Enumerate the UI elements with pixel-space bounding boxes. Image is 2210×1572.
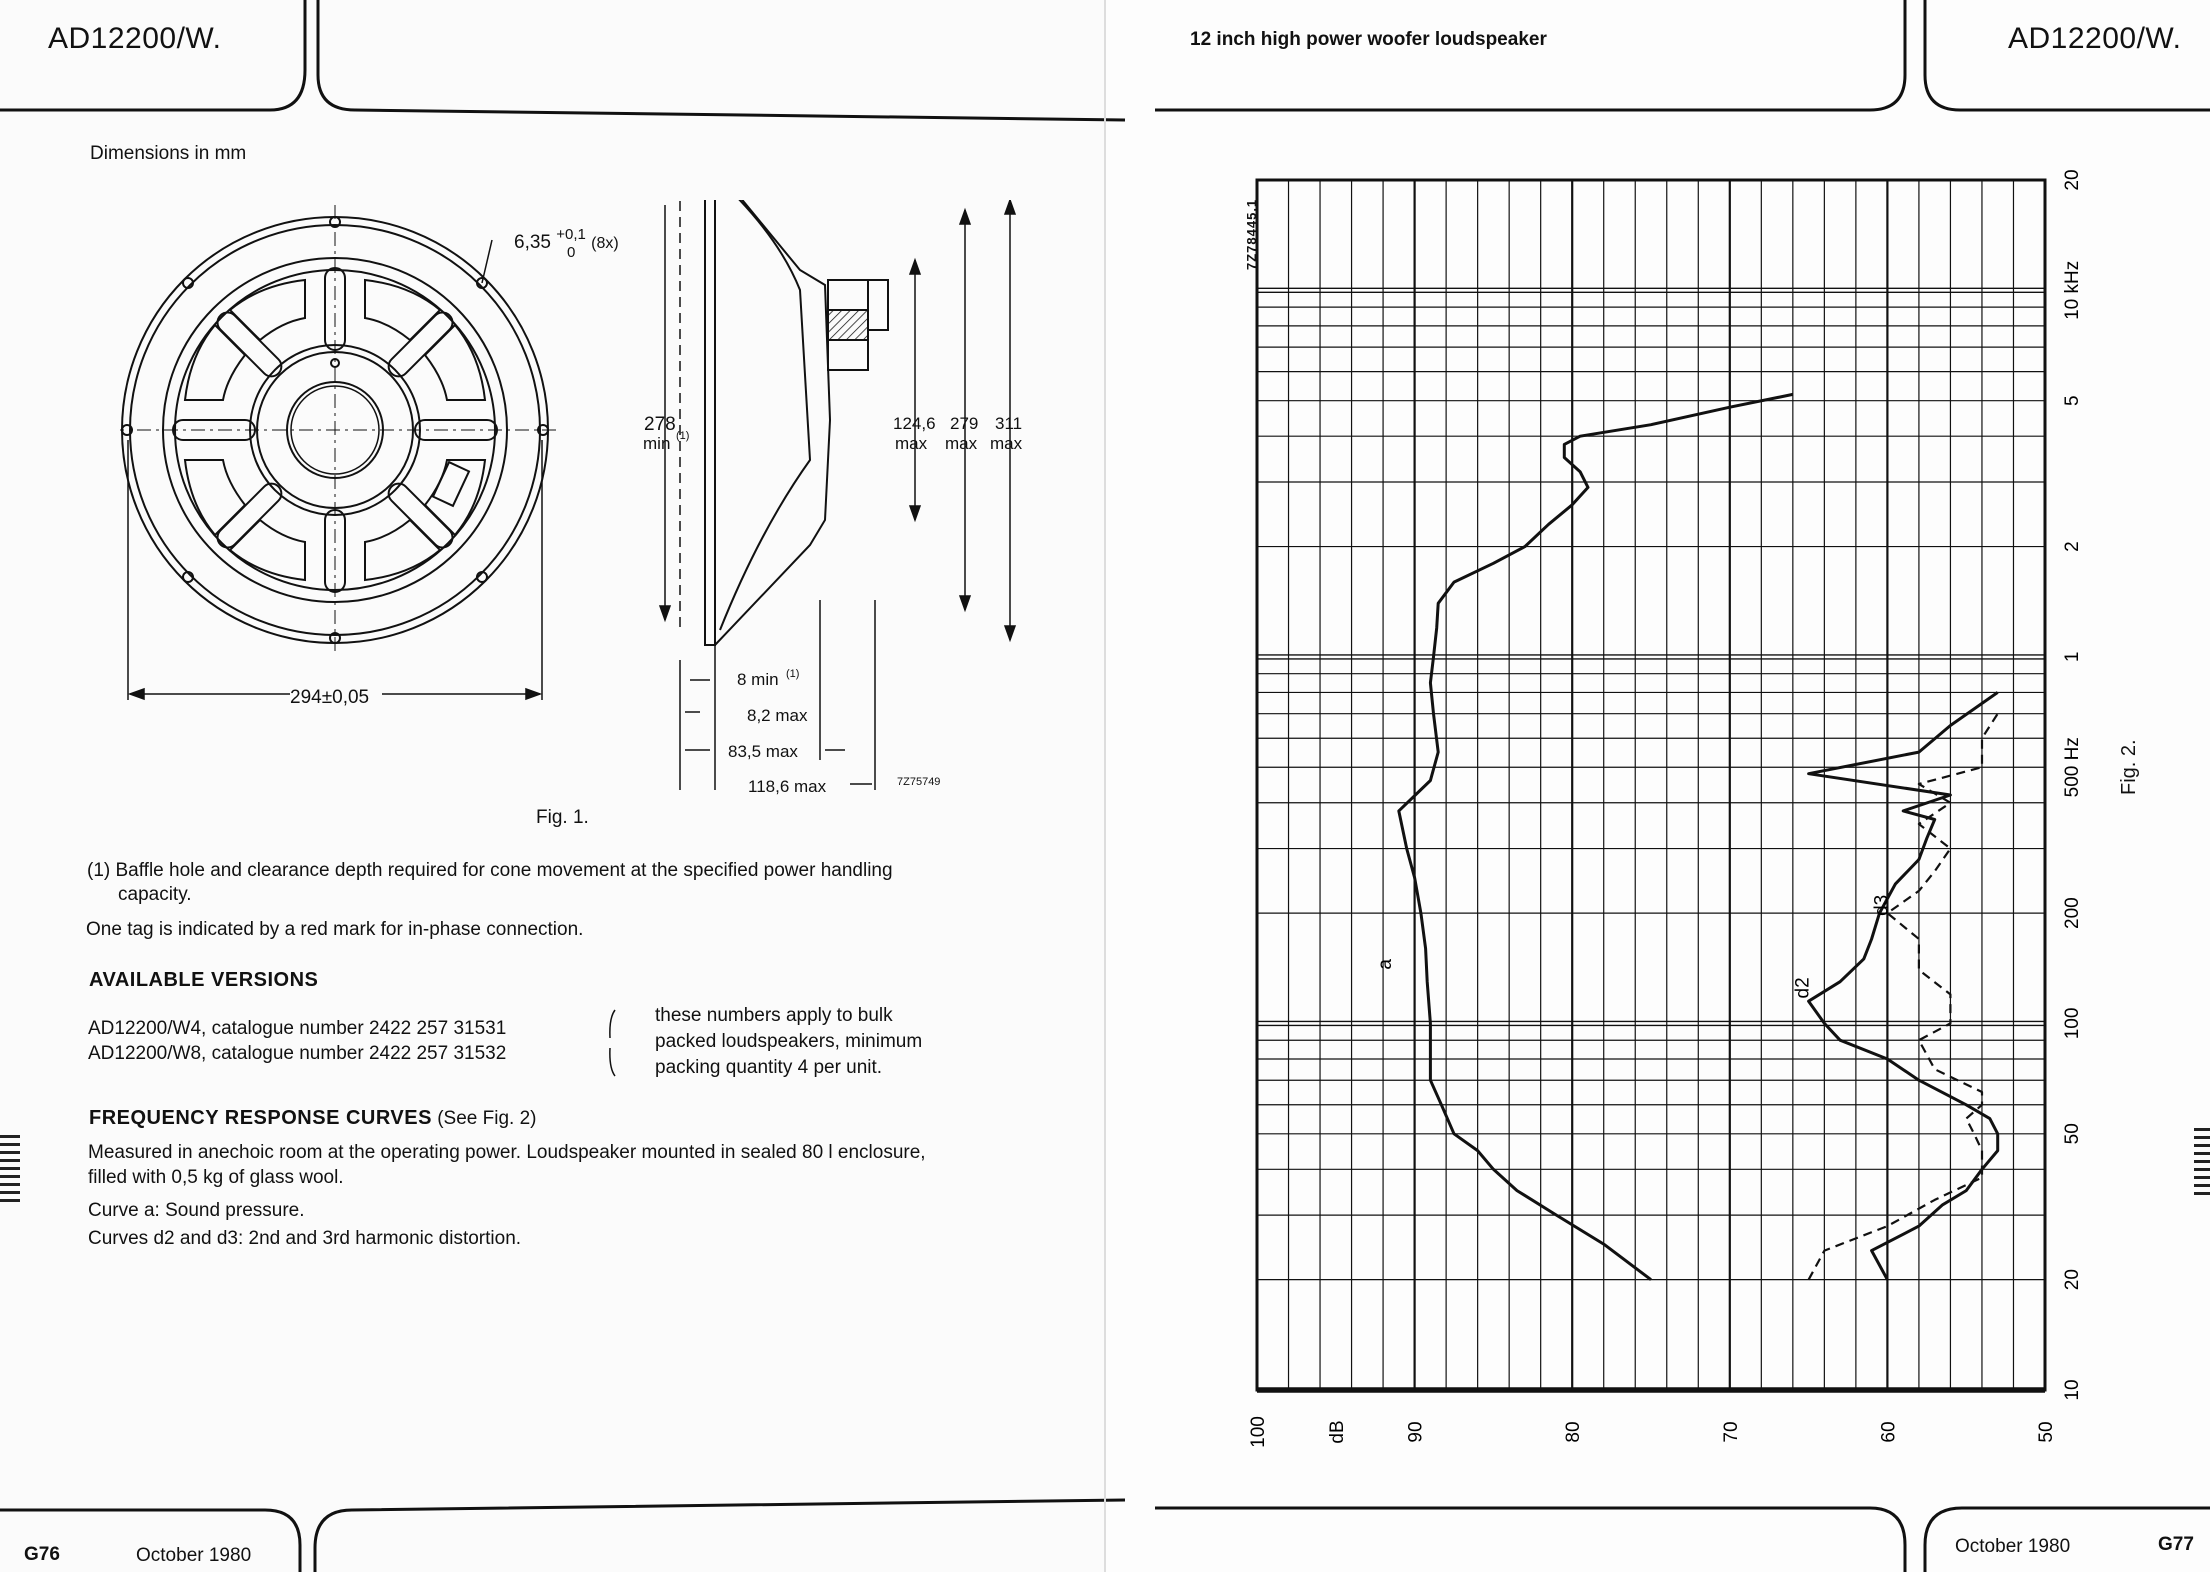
dim-124: 124,6 [893,414,936,433]
dim-8: 8 min [737,670,779,689]
freq-tick-label: 500 Hz [2062,737,2083,797]
freq-tick-label: 5 [2062,395,2083,406]
curve-label-d3: d3 [1871,895,1892,916]
db-tick-label: 70 [1721,1421,1742,1442]
curve-d2 [1807,691,2000,1281]
dim-124-max: max [895,434,928,453]
right-footer-date: October 1980 [1955,1536,2071,1557]
dim-278-note: (1) [676,430,690,442]
diameter-dimension [127,239,543,701]
db-unit-label: dB [1327,1420,1348,1443]
curve-label-d2: d2 [1793,977,1814,998]
fig1-caption: Fig. 1. [536,807,589,828]
freq-text-2: filled with 0,5 kg of glass wool. [88,1167,344,1188]
left-page [0,0,1105,1572]
hole-tolerance-plus: +0,1 [556,226,586,243]
curve-label-a: a [1375,959,1396,970]
freq-tick-label: 20 [2062,169,2083,190]
chart-labels: 10 20 50 100 200 500 Hz 1 2 5 10 kHz 20 100 90 80 70 60… [1248,169,2083,1447]
bulk-note-3: packing quantity 4 per unit. [655,1057,883,1078]
db-tick-label: 100 [1248,1416,1269,1448]
db-tick-label: 60 [1878,1421,1899,1442]
right-header-title: 12 inch high power woofer loudspeaker [1190,29,1547,50]
freq-title-ref: (See Fig. 2) [431,1108,537,1129]
freq-tick-label: 20 [2062,1269,2083,1290]
hole-count: (8x) [591,235,619,252]
vertical-dimensions [658,200,1017,790]
freq-tick-label: 10 [2062,1379,2083,1400]
frequency-response-chart: 10 20 50 100 200 500 Hz 1 2 5 10 kHz 20 100 90 80 70 60… [1248,169,2083,1447]
bulk-note-2: packed loudspeakers, minimum [655,1031,923,1052]
bulk-bracket [609,1009,616,1077]
freq-tick-label: 200 [2062,897,2083,929]
left-header-model: AD12200/W. [48,22,222,55]
db-tick-label: 50 [2036,1421,2057,1442]
speaker-side-view [679,200,889,646]
versions-title: AVAILABLE VERSIONS [89,969,319,991]
plot-frame [1255,178,2047,1392]
freq-tick-label: 2 [2062,541,2083,552]
freq-text-4: Curves d2 and d3: 2nd and 3rd harmonic d… [88,1228,522,1249]
fig1-code: 7Z75749 [897,776,941,788]
binding-marks-right [2194,1128,2210,1200]
left-footer-date: October 1980 [136,1545,252,1566]
left-footer-page: G76 [24,1544,60,1565]
curve-a [1397,392,1794,1281]
fig1-drawing [120,200,1017,790]
dim-279: 279 [950,414,979,433]
freq-text-3: Curve a: Sound pressure. [88,1200,305,1221]
dim-8-note: (1) [786,668,800,680]
dimensions-title: Dimensions in mm [90,143,247,164]
hole-dimension: 6,35 +0,1 0 (8x) [514,226,619,261]
dim-8-2: 8,2 max [747,706,808,725]
dim-311-max: max [990,434,1023,453]
freq-tick-label: 50 [2062,1123,2083,1144]
bulk-note-1: these numbers apply to bulk [655,1005,893,1026]
dim-279-max: max [945,434,978,453]
version-w8: AD12200/W8, catalogue number 2422 257 31… [88,1043,507,1064]
freq-tick-label: 1 [2062,652,2083,663]
dim-311: 311 [995,414,1023,433]
chart-grid [1255,178,2047,1393]
hole-tolerance-zero: 0 [567,244,576,261]
version-w4: AD12200/W4, catalogue number 2422 257 31… [88,1018,507,1039]
freq-title-line: FREQUENCY RESPONSE CURVES (See Fig. 2) [89,1105,537,1132]
dim-83-5: 83,5 max [728,742,798,761]
dim-278-min: min [643,434,671,453]
hole-dimension-value: 6,35 [514,232,551,253]
right-page [1105,0,2210,1572]
note1-line1: (1) Baffle hole and clearance depth requ… [87,860,893,881]
right-footer-page: G77 [2158,1534,2194,1555]
dim-118-6: 118,6 max [748,777,827,796]
right-header-model: AD12200/W. [2008,22,2182,55]
freq-text-1: Measured in anechoic room at the operati… [88,1142,926,1163]
db-tick-label: 80 [1563,1421,1584,1442]
centerlines [120,205,560,655]
freq-title: FREQUENCY RESPONSE CURVES [89,1107,432,1129]
tag-note: One tag is indicated by a red mark for i… [86,919,584,940]
db-tick-label: 90 [1406,1421,1427,1442]
freq-tick-label: 10 kHz [2062,261,2083,320]
chart-code: 7Z78445.1 [1244,198,1259,270]
dim-278: 278 [644,414,676,435]
diameter-label: 294±0,05 [290,687,370,708]
freq-tick-label: 100 [2062,1008,2083,1040]
chart-curves [1397,392,2000,1281]
curve-d3 [1807,713,1999,1281]
binding-marks-left [0,1135,20,1207]
fig2-caption: Fig. 2. [2118,739,2140,795]
note1-line2: capacity. [118,884,192,905]
